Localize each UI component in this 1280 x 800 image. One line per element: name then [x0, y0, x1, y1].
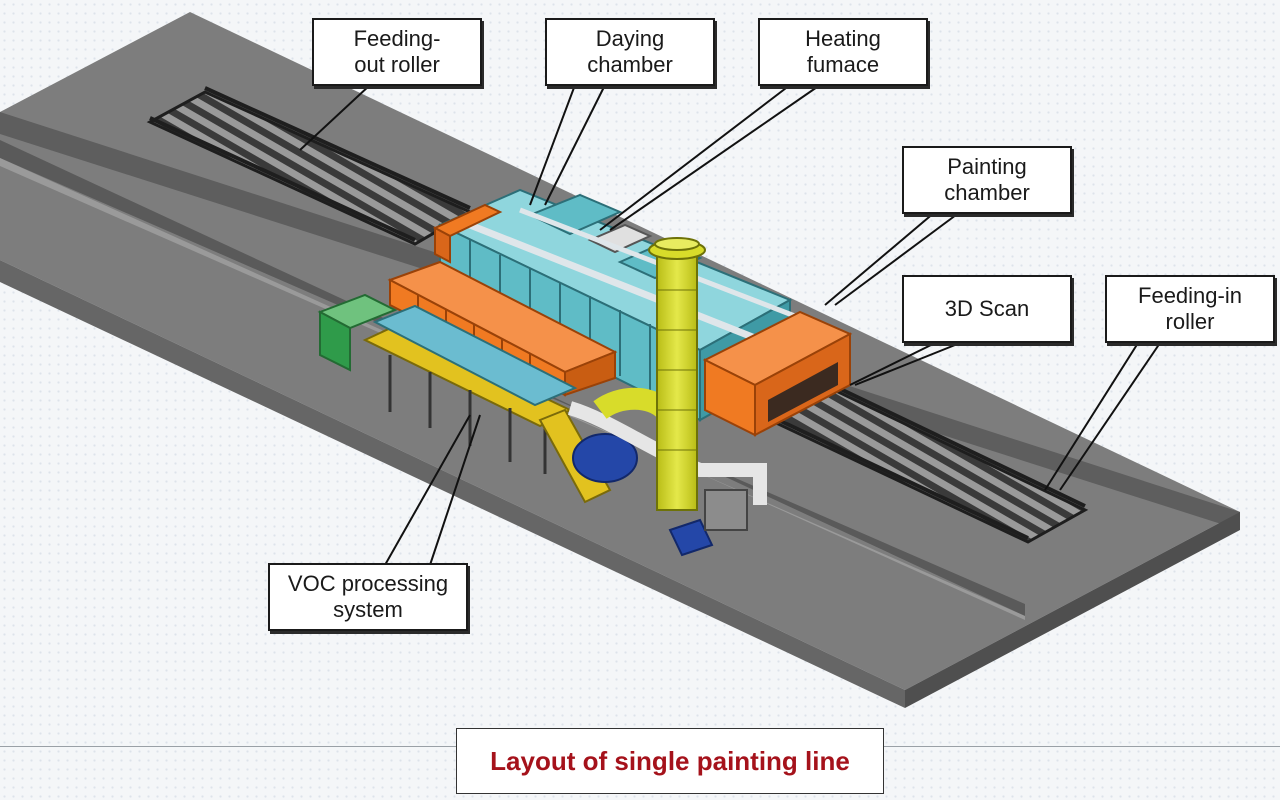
feeding-out-roller-conveyor [146, 86, 474, 246]
callout-leader-lines [299, 84, 1161, 566]
callout-feeding-out-roller: Feeding- out roller [312, 18, 482, 86]
feeding-in-roller-conveyor [766, 382, 1089, 544]
callout-daying-chamber: Daying chamber [545, 18, 715, 86]
figure-caption: Layout of single painting line [456, 728, 884, 794]
painting-chamber-hood [702, 310, 853, 437]
voc-platform [317, 293, 638, 504]
callout-voc-processing-system: VOC processing system [268, 563, 468, 631]
callout-heating-fumace: Heating fumace [758, 18, 928, 86]
exhaust-stack [648, 237, 748, 557]
callout-painting-chamber: Painting chamber [902, 146, 1072, 214]
callout-3d-scan: 3D Scan [902, 275, 1072, 343]
callout-feeding-in-roller: Feeding-in roller [1105, 275, 1275, 343]
